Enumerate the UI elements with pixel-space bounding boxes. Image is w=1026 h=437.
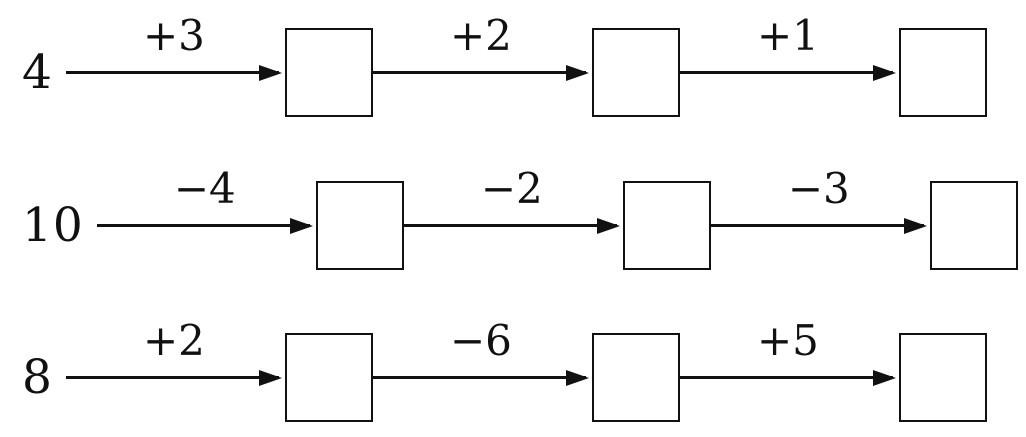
- arrowhead-icon: [258, 369, 282, 386]
- arrow-line: [372, 376, 586, 379]
- operation-chain-row-2: 10 −4 −2 −3: [0, 168, 1026, 270]
- arrowhead-icon: [872, 64, 896, 81]
- operation-arrow: −4: [96, 168, 313, 270]
- answer-box[interactable]: [929, 181, 1018, 270]
- answer-box[interactable]: [315, 181, 404, 270]
- operation-arrow: +3: [65, 15, 282, 117]
- operation-label: −6: [449, 316, 512, 365]
- arrowhead-icon: [565, 369, 589, 386]
- arrowhead-icon: [596, 217, 620, 234]
- answer-box[interactable]: [591, 28, 680, 117]
- arrow-line: [710, 224, 924, 227]
- answer-box[interactable]: [898, 333, 987, 422]
- answer-box[interactable]: [622, 181, 711, 270]
- operation-label: −3: [787, 164, 850, 213]
- arrowhead-icon: [565, 64, 589, 81]
- answer-box[interactable]: [284, 28, 373, 117]
- operation-chain-row-1: 4 +3 +2 +1: [0, 15, 1026, 117]
- operation-arrow: −3: [710, 168, 927, 270]
- arrow-line: [372, 71, 586, 74]
- operation-label: +3: [142, 11, 205, 60]
- arrowhead-icon: [872, 369, 896, 386]
- operation-chain-row-3: 8 +2 −6 +5: [0, 320, 1026, 422]
- operation-arrow: +2: [65, 320, 282, 422]
- answer-box[interactable]: [898, 28, 987, 117]
- arrow-line: [679, 376, 893, 379]
- arrow-line: [65, 376, 279, 379]
- start-number: 8: [22, 350, 53, 405]
- operation-label: +2: [142, 316, 205, 365]
- operation-arrow: +2: [372, 15, 589, 117]
- arrowhead-icon: [903, 217, 927, 234]
- arrowhead-icon: [258, 64, 282, 81]
- arrow-line: [65, 71, 279, 74]
- answer-box[interactable]: [591, 333, 680, 422]
- operation-label: −2: [480, 164, 543, 213]
- arrow-line: [403, 224, 617, 227]
- arrow-line: [96, 224, 310, 227]
- operation-arrow: −2: [403, 168, 620, 270]
- operation-arrow: +5: [679, 320, 896, 422]
- answer-box[interactable]: [284, 333, 373, 422]
- operation-arrow: −6: [372, 320, 589, 422]
- operation-label: −4: [173, 164, 236, 213]
- arrow-line: [679, 71, 893, 74]
- operation-label: +5: [756, 316, 819, 365]
- arrowhead-icon: [289, 217, 313, 234]
- operation-label: +1: [756, 11, 819, 60]
- start-number: 4: [22, 45, 53, 100]
- start-number: 10: [22, 198, 84, 253]
- operation-arrow: +1: [679, 15, 896, 117]
- operation-label: +2: [449, 11, 512, 60]
